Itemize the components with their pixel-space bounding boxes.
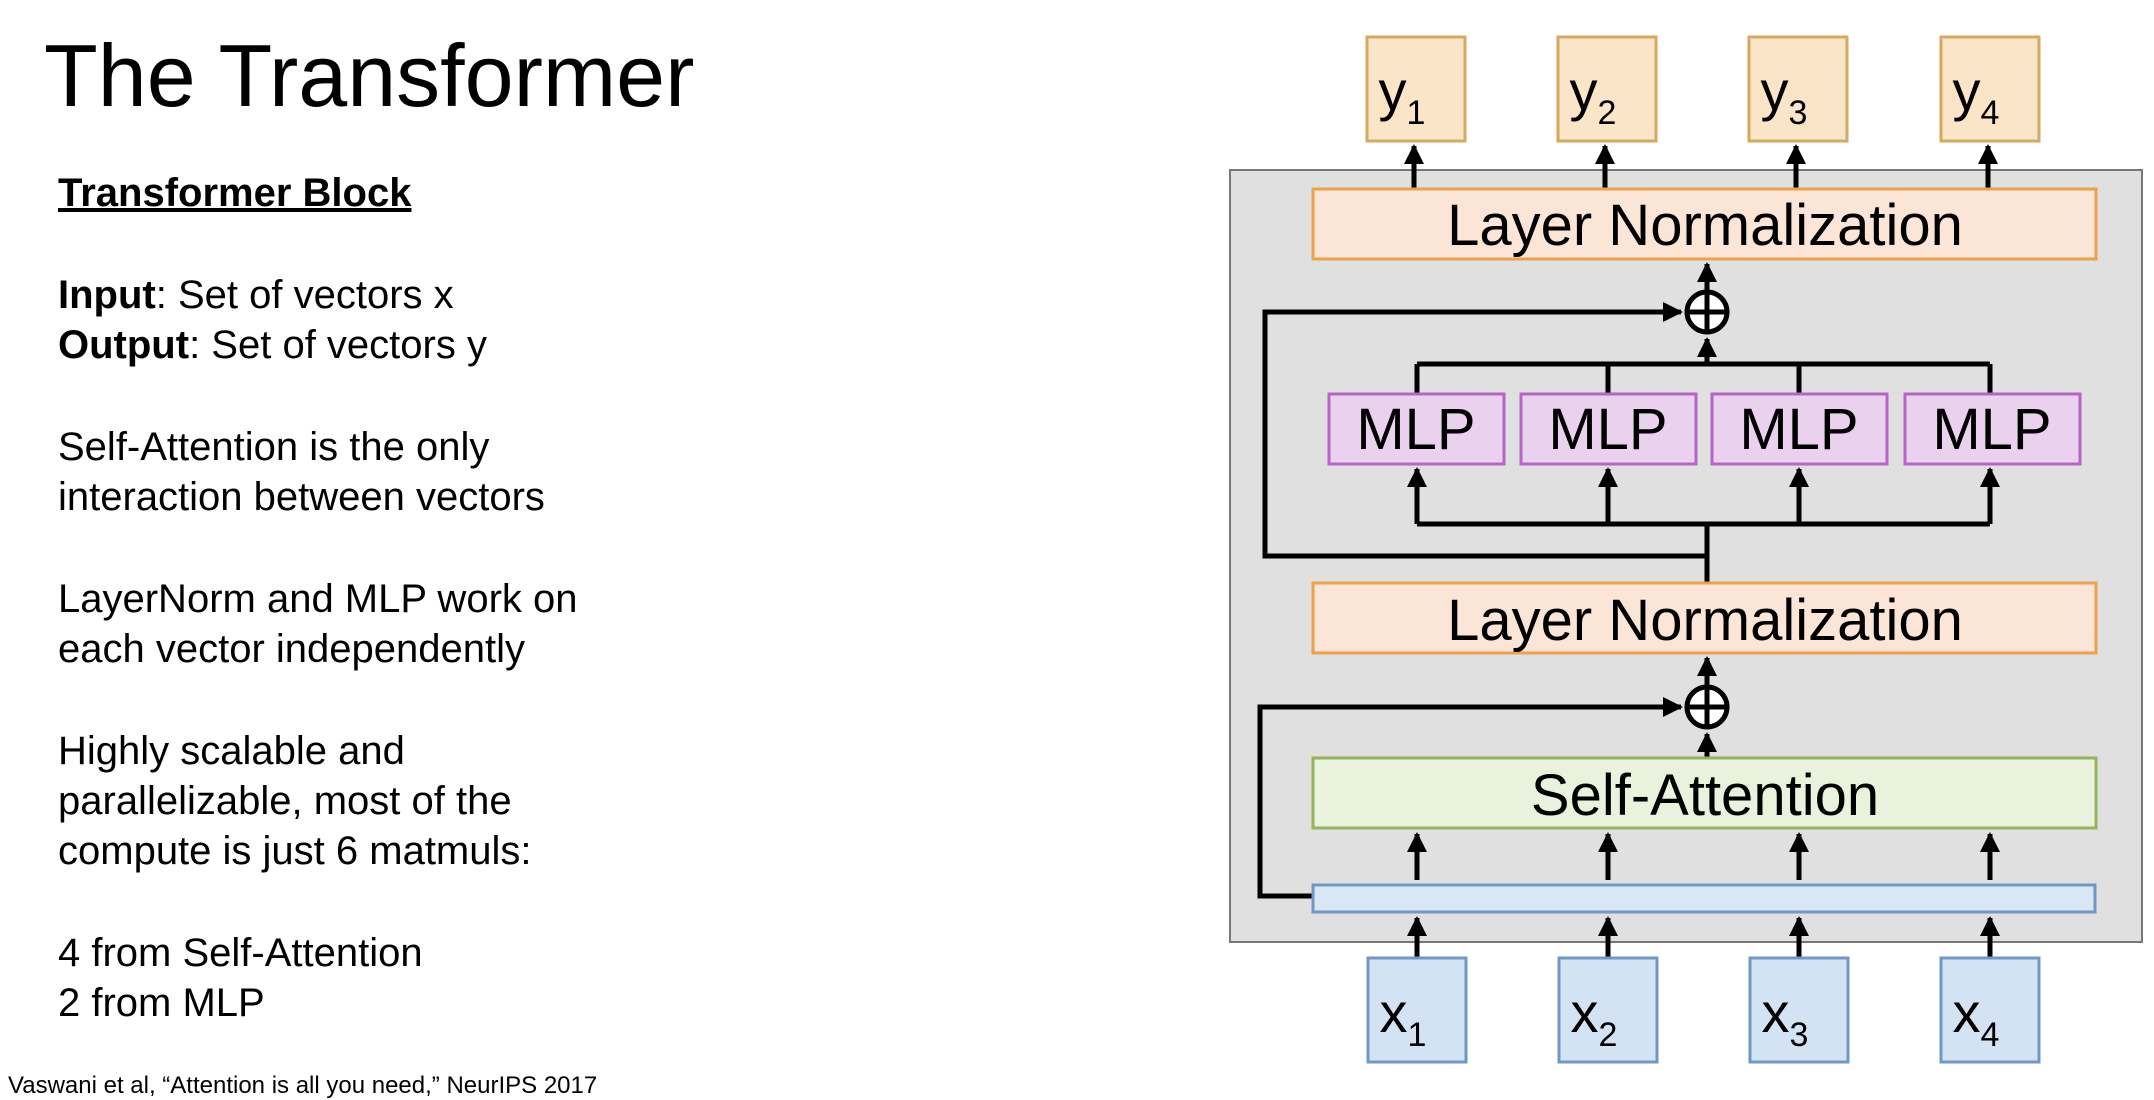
section-heading: Transformer Block	[58, 171, 412, 215]
output-y2-border	[1556, 35, 1658, 143]
mlp-4: MLP	[1903, 392, 2082, 466]
input-x2-label: x2	[1571, 981, 1618, 1054]
output-y4: y4	[1939, 35, 2041, 143]
mlp-boxes: MLP MLP MLP MLP	[1327, 392, 2082, 466]
output-y4-label: y4	[1953, 59, 2000, 132]
layernorm-top-label: Layer Normalization	[1447, 193, 1963, 258]
input-x1-border	[1366, 956, 1468, 1064]
embed-to-selfattn-arrows	[1407, 832, 2000, 880]
self-attention-box	[1313, 758, 2096, 828]
input-x3-border	[1748, 956, 1850, 1064]
output-text: : Set of vectors y	[189, 323, 487, 367]
output-y2: y2	[1556, 35, 1658, 143]
mlp-output-bus	[1414, 337, 1993, 394]
mlp-4-box	[1905, 394, 2080, 464]
output-y3-label: y3	[1761, 59, 1808, 132]
output-y1-border	[1365, 35, 1467, 143]
para2-line2: each vector independently	[58, 627, 525, 671]
para4-line1: 4 from Self-Attention	[58, 931, 423, 975]
mlp-2-box	[1521, 394, 1696, 464]
output-y3: y3	[1747, 35, 1849, 143]
input-boxes: x1 x2 x3 x4	[1366, 956, 2041, 1064]
layernorm-bottom-box	[1313, 583, 2096, 653]
input-x4-box	[1941, 958, 2039, 1062]
input-text: : Set of vectors x	[155, 273, 454, 317]
layernorm-top-border	[1311, 187, 2098, 261]
slide-body: Transformer Block Input: Set of vectors …	[58, 168, 1158, 1028]
output-y1-label: y1	[1379, 59, 1426, 132]
mlp-1-box	[1329, 394, 1504, 464]
output-boxes: y1 y2 y3 y4	[1365, 35, 2041, 143]
mlp-1-label: MLP	[1356, 397, 1475, 462]
output-label: Output	[58, 323, 190, 367]
output-y3-box	[1749, 37, 1847, 141]
input-x4: x4	[1939, 956, 2041, 1064]
input-x2: x2	[1557, 956, 1659, 1064]
mlp-3-border	[1710, 392, 1889, 466]
input-x1-box	[1368, 958, 1466, 1062]
mlp-3-box	[1712, 394, 1887, 464]
input-x3-label: x3	[1762, 981, 1809, 1054]
add-bottom-icon	[1684, 684, 1730, 730]
input-arrows	[1407, 916, 2000, 958]
para1-line2: interaction between vectors	[58, 475, 545, 519]
input-x4-label: x4	[1953, 981, 2000, 1054]
mlp-2: MLP	[1519, 392, 1698, 466]
mlp-2-border	[1519, 392, 1698, 466]
mlp-4-border	[1903, 392, 2082, 466]
para4-line2: 2 from MLP	[58, 981, 265, 1025]
output-y4-border	[1939, 35, 2041, 143]
self-attention-label: Self-Attention	[1531, 763, 1879, 828]
para3-line3: compute is just 6 matmuls:	[58, 829, 532, 873]
output-y2-box	[1558, 37, 1656, 141]
layernorm-top-box	[1313, 189, 2096, 259]
input-x1: x1	[1366, 956, 1468, 1064]
input-x2-border	[1557, 956, 1659, 1064]
para3-line1: Highly scalable and	[58, 729, 405, 773]
input-x1-label: x1	[1380, 981, 1427, 1054]
self-attention-border	[1311, 756, 2098, 830]
output-line: Output: Set of vectors y	[58, 320, 1158, 370]
input-embedding-bar	[1313, 885, 2095, 912]
input-line: Input: Set of vectors x	[58, 270, 1158, 320]
citation: Vaswani et al, “Attention is all you nee…	[8, 1072, 598, 1099]
slide-title: The Transformer	[44, 26, 695, 125]
para2-line1: LayerNorm and MLP work on	[58, 577, 578, 621]
mlp-1: MLP	[1327, 392, 1506, 466]
output-y4-box	[1941, 37, 2039, 141]
residual-skip-bottom	[1257, 697, 1683, 899]
input-x3-box	[1750, 958, 1848, 1062]
mlp-2-label: MLP	[1548, 397, 1667, 462]
layernorm-bottom-border	[1311, 581, 2098, 655]
output-y1: y1	[1365, 35, 1467, 143]
input-embedding-border	[1311, 883, 2097, 914]
output-y2-label: y2	[1570, 59, 1617, 132]
para3-line2: parallelizable, most of the	[58, 779, 512, 823]
para1-line1: Self-Attention is the only	[58, 425, 490, 469]
output-arrows	[1404, 144, 1998, 189]
layernorm-bottom-label: Layer Normalization	[1447, 588, 1963, 653]
residual-skip-top	[1262, 312, 1707, 559]
input-x3: x3	[1748, 956, 1850, 1064]
input-x2-box	[1559, 958, 1657, 1062]
output-y1-box	[1367, 37, 1465, 141]
mlp-3: MLP	[1710, 392, 1889, 466]
input-label: Input	[58, 273, 156, 317]
add-top-icon	[1684, 289, 1730, 335]
mlp-input-bus	[1407, 467, 2000, 583]
mlp-1-border	[1327, 392, 1506, 466]
output-y3-border	[1747, 35, 1849, 143]
panel-border	[1229, 169, 2143, 943]
mlp-4-label: MLP	[1932, 397, 2051, 462]
input-x4-border	[1939, 956, 2041, 1064]
mlp-3-label: MLP	[1739, 397, 1858, 462]
